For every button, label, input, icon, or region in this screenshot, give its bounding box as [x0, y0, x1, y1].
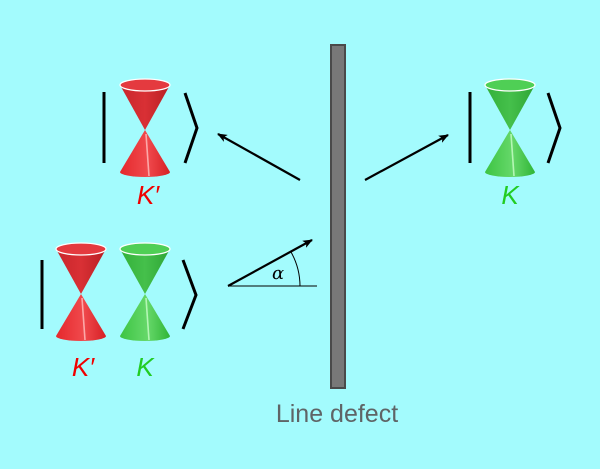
- angle-arc: [290, 251, 301, 287]
- k-prime-label-reflected: K′: [136, 180, 160, 210]
- incident-state-ket: [40, 242, 198, 342]
- k-dirac-cone: [484, 78, 536, 178]
- ket-angle-bracket: [546, 92, 562, 164]
- k-dirac-cone: [119, 242, 171, 342]
- k-prime-dirac-cone: [119, 78, 171, 178]
- reflected-state-ket: [102, 78, 199, 178]
- k-label-transmitted: K: [501, 180, 519, 210]
- k-prime-label-incident: K′: [71, 352, 95, 382]
- incidence-angle: [227, 239, 317, 287]
- incident-arrow: [227, 239, 313, 287]
- line-defect-label: Line defect: [275, 400, 399, 428]
- k-label-incident: K: [136, 352, 154, 382]
- alpha-angle-label: α: [272, 263, 285, 284]
- transmitted-arrow: [364, 134, 449, 181]
- reflected-arrow: [217, 133, 301, 181]
- ket-angle-bracket: [181, 259, 198, 330]
- line-defect-bar: [330, 44, 346, 389]
- k-prime-dirac-cone: [55, 242, 107, 342]
- ket-angle-bracket: [183, 92, 199, 164]
- transmitted-state-ket: [468, 78, 562, 178]
